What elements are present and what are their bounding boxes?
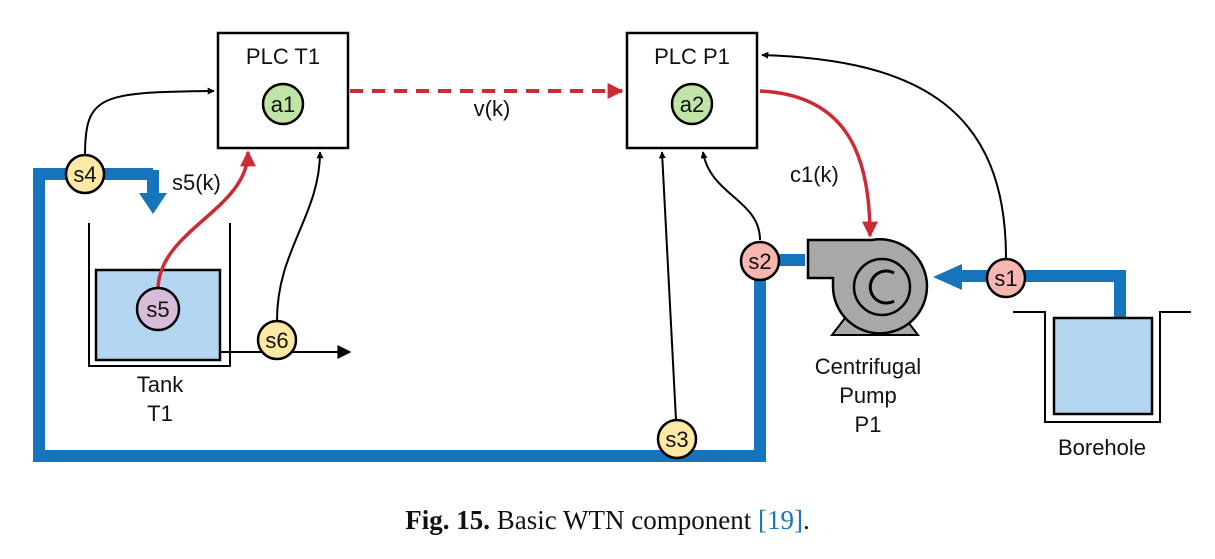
pump-label-line3: P1: [855, 412, 882, 437]
sensor-s3: [656, 418, 698, 460]
pump-volute: [852, 257, 912, 317]
sensor-wires: [84, 51, 1007, 421]
pump-inlet-arrowhead: [933, 264, 962, 290]
actuator-a2: [670, 82, 714, 126]
wire-s3: [658, 151, 677, 421]
plc-p1: PLC P1 a2: [625, 31, 759, 150]
sensor-s6: [256, 319, 298, 361]
plc-t1: PLC T1 a1: [216, 31, 350, 150]
signal-v-label: v(k): [474, 96, 511, 121]
actuator-a2-label: a2: [680, 92, 704, 117]
tank-label-line2: T1: [147, 401, 173, 426]
sensor-s5: [135, 286, 181, 332]
borehole: Borehole: [1013, 311, 1191, 460]
wire-s1: [761, 51, 1007, 259]
wire-s2: [700, 151, 761, 241]
pump-impeller-icon: [868, 269, 895, 305]
actuator-a1: [261, 82, 305, 126]
plc-t1-title: PLC T1: [246, 44, 320, 69]
network-links: v(k) s5(k) c1(k): [156, 83, 878, 291]
centrifugal-pump: Centrifugal Pump P1: [806, 238, 929, 437]
sensor-s2-label: s2: [748, 249, 771, 274]
borehole-label: Borehole: [1058, 435, 1146, 460]
wire-s6: [276, 151, 324, 321]
pump-label-line2: Pump: [839, 383, 896, 408]
caption-end: .: [802, 505, 810, 535]
link-s5: [156, 150, 256, 291]
sensor-s4-label: s4: [73, 162, 96, 187]
sensor-s3-label: s3: [665, 427, 688, 452]
borehole-water: [1052, 316, 1154, 416]
sensors: s4 s5 s6 s3 s2 s1: [64, 153, 1027, 460]
tank-outer-wall: [88, 223, 231, 367]
borehole-outer-wall: [1013, 311, 1191, 423]
sensor-s1-label: s1: [994, 266, 1017, 291]
caption-text: Basic WTN component: [490, 505, 758, 535]
tank-label-line1: Tank: [137, 372, 184, 397]
caption-fig-number: Fig. 15.: [405, 505, 491, 535]
figure-caption: Fig. 15. Basic WTN component [19].: [0, 505, 1215, 536]
tank-t1: Tank T1: [88, 223, 352, 426]
sensor-s1: [985, 257, 1027, 299]
link-c1: [759, 89, 878, 238]
wire-s4: [84, 87, 215, 156]
sensor-s5-label: s5: [146, 297, 169, 322]
plc-p1-title: PLC P1: [654, 44, 730, 69]
sensor-s2: [739, 240, 781, 282]
caption-reference-link[interactable]: [19]: [757, 505, 803, 535]
sensor-s6-label: s6: [265, 328, 288, 353]
inlet-arrowhead: [139, 193, 167, 214]
pump-label-line1: Centrifugal: [815, 354, 921, 379]
sensor-s4: [64, 153, 106, 195]
signal-c1-label: c1(k): [790, 162, 839, 187]
actuator-a1-label: a1: [271, 92, 295, 117]
signal-s5-label: s5(k): [172, 170, 221, 195]
